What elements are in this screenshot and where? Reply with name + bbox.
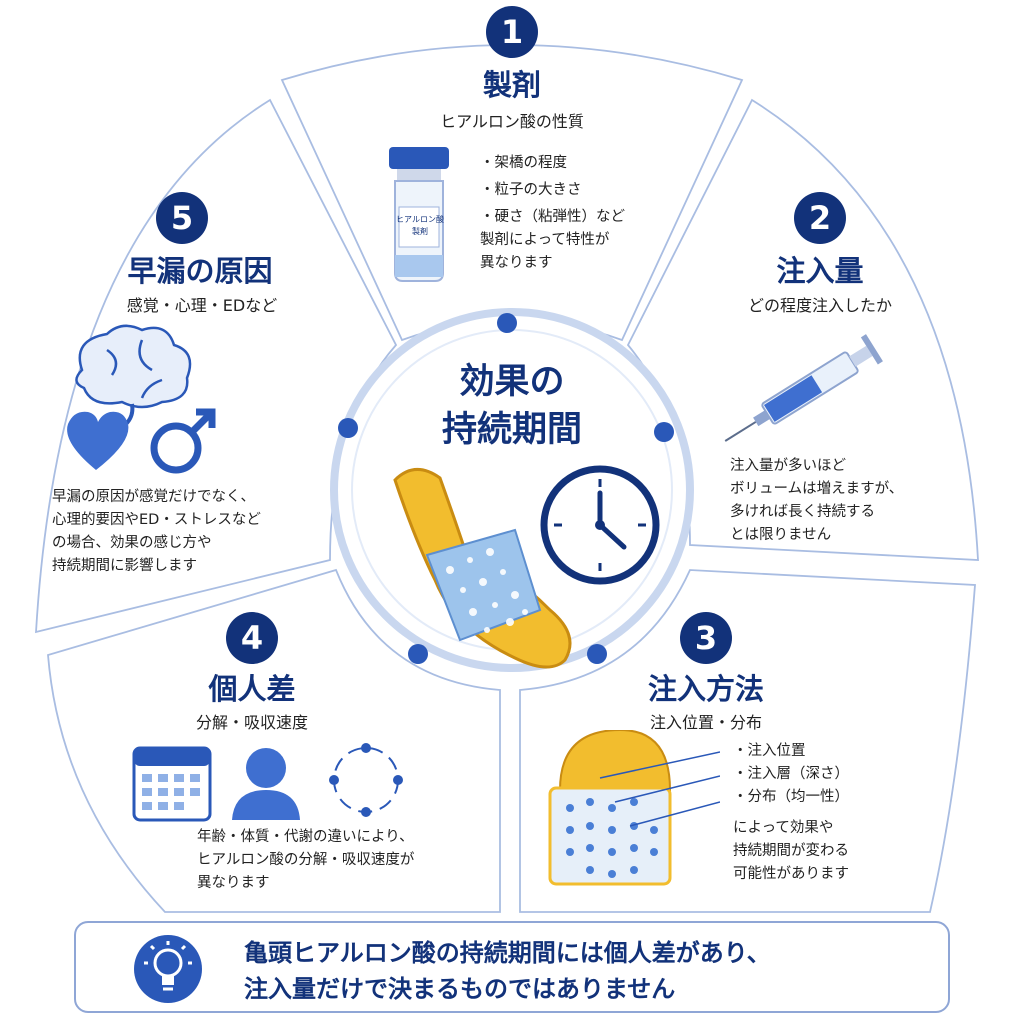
center-title-line2: 持続期間 — [441, 410, 583, 450]
section-4-icons — [132, 743, 403, 822]
section-4-subtitle: 分解・吸収速度 — [195, 713, 309, 732]
section-2-number: 2 — [794, 192, 846, 244]
center-title: 効果の 持続期間 — [442, 358, 582, 454]
body-line: 心理的要因やED・ストレスなど — [52, 512, 261, 528]
body-line: 異なります — [197, 875, 270, 891]
section-1-number: 1 — [486, 6, 538, 58]
section-1-title: 製剤 — [482, 68, 542, 102]
section-3-bullets: ・注入位置 ・注入層（深さ） ・分布（均一性） によって効果や 持続期間が変わる… — [733, 740, 849, 886]
male-symbol-icon — [150, 408, 216, 474]
banner-text: 亀頭ヒアルロン酸の持続期間には個人差があり、 注入量だけで決まるものではありませ… — [244, 935, 771, 1007]
heart-icon — [67, 411, 129, 470]
body-line: の場合、効果の感じ方や — [52, 535, 212, 551]
body-line: 年齢・体質・代謝の違いにより、 — [197, 829, 414, 845]
section-4-body: 年齢・体質・代謝の違いにより、 ヒアルロン酸の分解・吸収速度が 異なります — [197, 826, 414, 895]
section-2-title: 注入量 — [776, 254, 864, 288]
section-4-title: 個人差 — [208, 672, 296, 706]
body-line: 持続期間が変わる — [733, 843, 849, 859]
syringe-icon — [724, 334, 883, 442]
body-line: ボリュームは増えますが、 — [730, 481, 904, 497]
ring-dot — [408, 644, 428, 664]
summary-banner: 亀頭ヒアルロン酸の持続期間には個人差があり、 注入量だけで決まるものではありませ… — [74, 921, 950, 1013]
clock-icon — [540, 465, 660, 585]
body-line: 持続期間に影響します — [52, 558, 197, 574]
lightbulb-icon — [134, 935, 202, 1003]
panel-3-outline — [519, 569, 976, 913]
section-3-subtitle: 注入位置・分布 — [649, 713, 763, 732]
section-1-subtitle: ヒアルロン酸の性質 — [440, 112, 584, 131]
bullet: ・硬さ（粘弾性）など — [480, 209, 625, 225]
panel-4-outline — [47, 568, 501, 913]
bullet: ・注入位置 — [733, 743, 806, 759]
center-title-line1: 効果の — [459, 362, 565, 402]
person-icon — [232, 748, 300, 820]
brain-icon — [75, 324, 192, 426]
bullet: ・分布（均一性） — [733, 789, 849, 805]
section-5-number: 5 — [156, 192, 208, 244]
section-2-body: 注入量が多いほど ボリュームは増えますが、 多ければ長く持続する とは限りません — [730, 455, 903, 547]
body-line: 注入量が多いほど — [730, 458, 846, 474]
center-illustration — [393, 465, 660, 669]
bullet: ・架橋の程度 — [480, 155, 567, 171]
body-line: ヒアルロン酸の分解・吸収速度が — [197, 852, 415, 868]
hyaluronic-vial-icon — [389, 147, 449, 282]
banner-line2: 注入量だけで決まるものではありません — [244, 975, 676, 1003]
ring-dot — [338, 418, 358, 438]
body-line: によって効果や — [733, 820, 834, 836]
glans-illustration — [393, 468, 572, 669]
body-line: 製剤によって特性が — [480, 232, 610, 248]
section-5-subtitle: 感覚・心理・EDなど — [126, 296, 278, 315]
injection-tissue-illustration — [548, 730, 720, 886]
section-5-icons — [67, 324, 216, 474]
section-5-title: 早漏の原因 — [127, 254, 273, 288]
cycle-icon — [329, 743, 403, 817]
body-line: とは限りません — [730, 527, 832, 543]
body-line: 多ければ長く持続する — [730, 504, 875, 520]
body-line: 可能性があります — [733, 866, 849, 882]
vial-label: ヒアルロン酸 製剤 — [396, 215, 444, 236]
body-line: 早漏の原因が感覚だけでなく、 — [52, 489, 255, 505]
section-5-body: 早漏の原因が感覚だけでなく、 心理的要因やED・ストレスなど の場合、効果の感じ… — [52, 486, 261, 578]
banner-line1: 亀頭ヒアルロン酸の持続期間には個人差があり、 — [244, 939, 771, 967]
bullet: ・粒子の大きさ — [480, 182, 582, 198]
section-3-title: 注入方法 — [647, 672, 765, 706]
calendar-icon — [132, 746, 212, 822]
section-1-bullets: ・架橋の程度 ・粒子の大きさ ・硬さ（粘弾性）など 製剤によって特性が 異なりま… — [480, 152, 625, 275]
ring-dot — [587, 644, 607, 664]
section-3-number: 3 — [680, 612, 732, 664]
body-line: 異なります — [480, 255, 553, 271]
section-4-number: 4 — [226, 612, 278, 664]
bullet: ・注入層（深さ） — [733, 766, 849, 782]
ring-dot — [497, 313, 517, 333]
section-2-subtitle: どの程度注入したか — [747, 296, 893, 315]
ring-dot — [654, 422, 674, 442]
